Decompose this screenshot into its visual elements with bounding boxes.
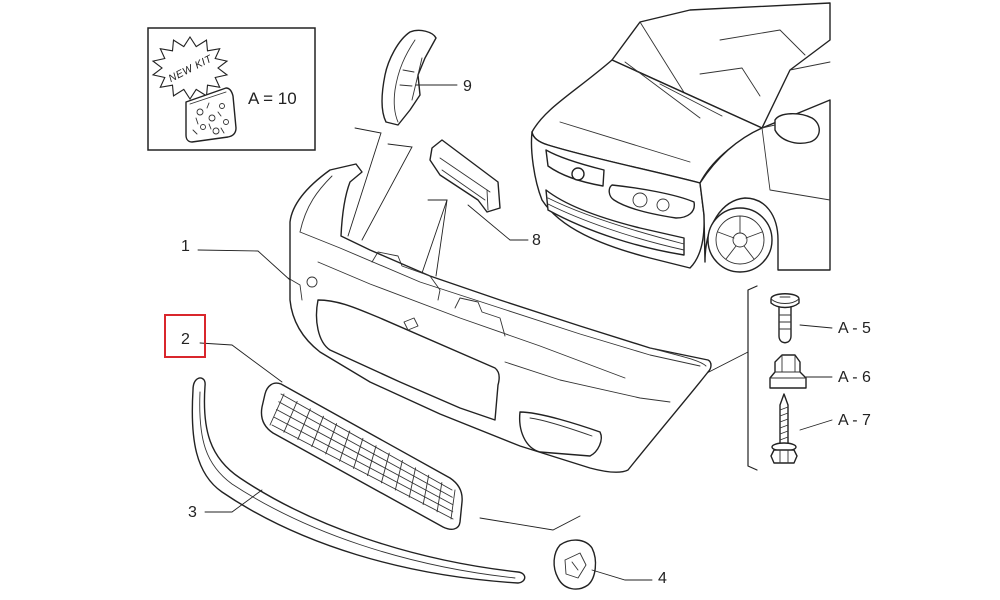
assembly-lines [347,127,758,531]
grille-vertical-slat [450,489,456,520]
grille-vertical-slat [311,415,324,448]
part-8-bracket [429,139,501,213]
callout-part-1[interactable]: 1 [181,238,190,255]
grille-horizontal-slat [271,424,454,520]
kit-bag-illustration [185,87,237,143]
grille-vertical-slat [422,474,430,505]
grille-vertical-slat [380,452,390,484]
grille-vertical-slat [367,445,377,477]
leader-lines [197,84,833,581]
grille-vertical-slat [394,460,403,491]
assembly-line-fasteners [702,351,749,376]
bumper-fog-light-opening [518,411,602,457]
fastener-a5-push-rivet [770,293,800,344]
callout-fastener-a5[interactable]: A - 5 [838,320,871,337]
callout-labels: 1 2 3 4 8 9 A - 5 A - 6 A - 7 [164,78,871,587]
assembly-line-part-8-b [435,199,448,277]
bumper-center-opening [315,299,500,421]
car-wipers [624,61,723,119]
assembly-line-part-8 [420,199,448,277]
grille-vertical-slat [353,437,364,469]
callout-part-4[interactable]: 4 [658,570,667,587]
bumper-mount-tab-left [371,251,441,301]
car-upper-grille [545,149,605,187]
leader-part-8 [467,204,529,241]
callout-part-3[interactable]: 3 [188,504,197,521]
car-mirror [774,113,820,144]
leader-part-2 [199,342,283,383]
leader-fastener-a7 [799,419,833,431]
callout-part-9[interactable]: 9 [463,78,472,95]
car-headlight [608,184,695,219]
bumper-mount-tab-right [454,297,506,337]
bumper-outline [289,163,712,473]
leader-fastener-a5 [799,324,833,329]
grille-horizontal-slat [278,401,453,498]
part-2-grille [260,382,463,530]
car-wheel [707,207,773,273]
callout-fastener-a6[interactable]: A - 6 [838,369,871,386]
fastener-a7-screw [770,393,798,464]
fastener-a6-clip-nut [769,354,807,389]
kit-inset: NEW KIT A = 10 [147,27,316,151]
grille-horizontal-slat [276,409,453,505]
grille-vertical-slat [269,393,285,426]
kit-quantity-text: A = 10 [248,89,297,108]
callout-fastener-a7[interactable]: A - 7 [838,412,871,429]
part-1-bumper [287,163,712,473]
fastener-bracket [747,285,758,471]
car-lower-grille [545,189,685,256]
assembly-line-part-9 [347,127,382,237]
part-9-bracket [381,29,437,126]
grille-vertical-slat [436,482,443,513]
car-illustration [530,2,831,273]
callout-part-2[interactable]: 2 [181,331,190,348]
grille-vertical-slat [297,408,311,440]
part-3-lower-trim [191,377,526,584]
callout-part-8[interactable]: 8 [532,232,541,249]
grille-vertical-slat [339,430,351,462]
grille-vertical-slat [325,423,338,455]
grille-vertical-slat [408,467,416,498]
assembly-line-part-4 [479,515,581,531]
bumper-marker-hole [306,276,318,288]
car-logo [571,167,585,181]
assembly-line-part-9-b [361,143,413,241]
grille-slats [269,393,456,520]
grille-vertical-slat [283,400,298,433]
leader-part-3 [204,489,263,513]
grille-horizontal-slat [273,416,454,513]
leader-part-4 [591,569,653,581]
leader-part-1 [197,249,291,281]
car-windshield [611,2,831,129]
new-kit-starburst [151,35,229,101]
callout-part-2-highlight-box [164,314,206,358]
part-4-badge [553,539,597,590]
